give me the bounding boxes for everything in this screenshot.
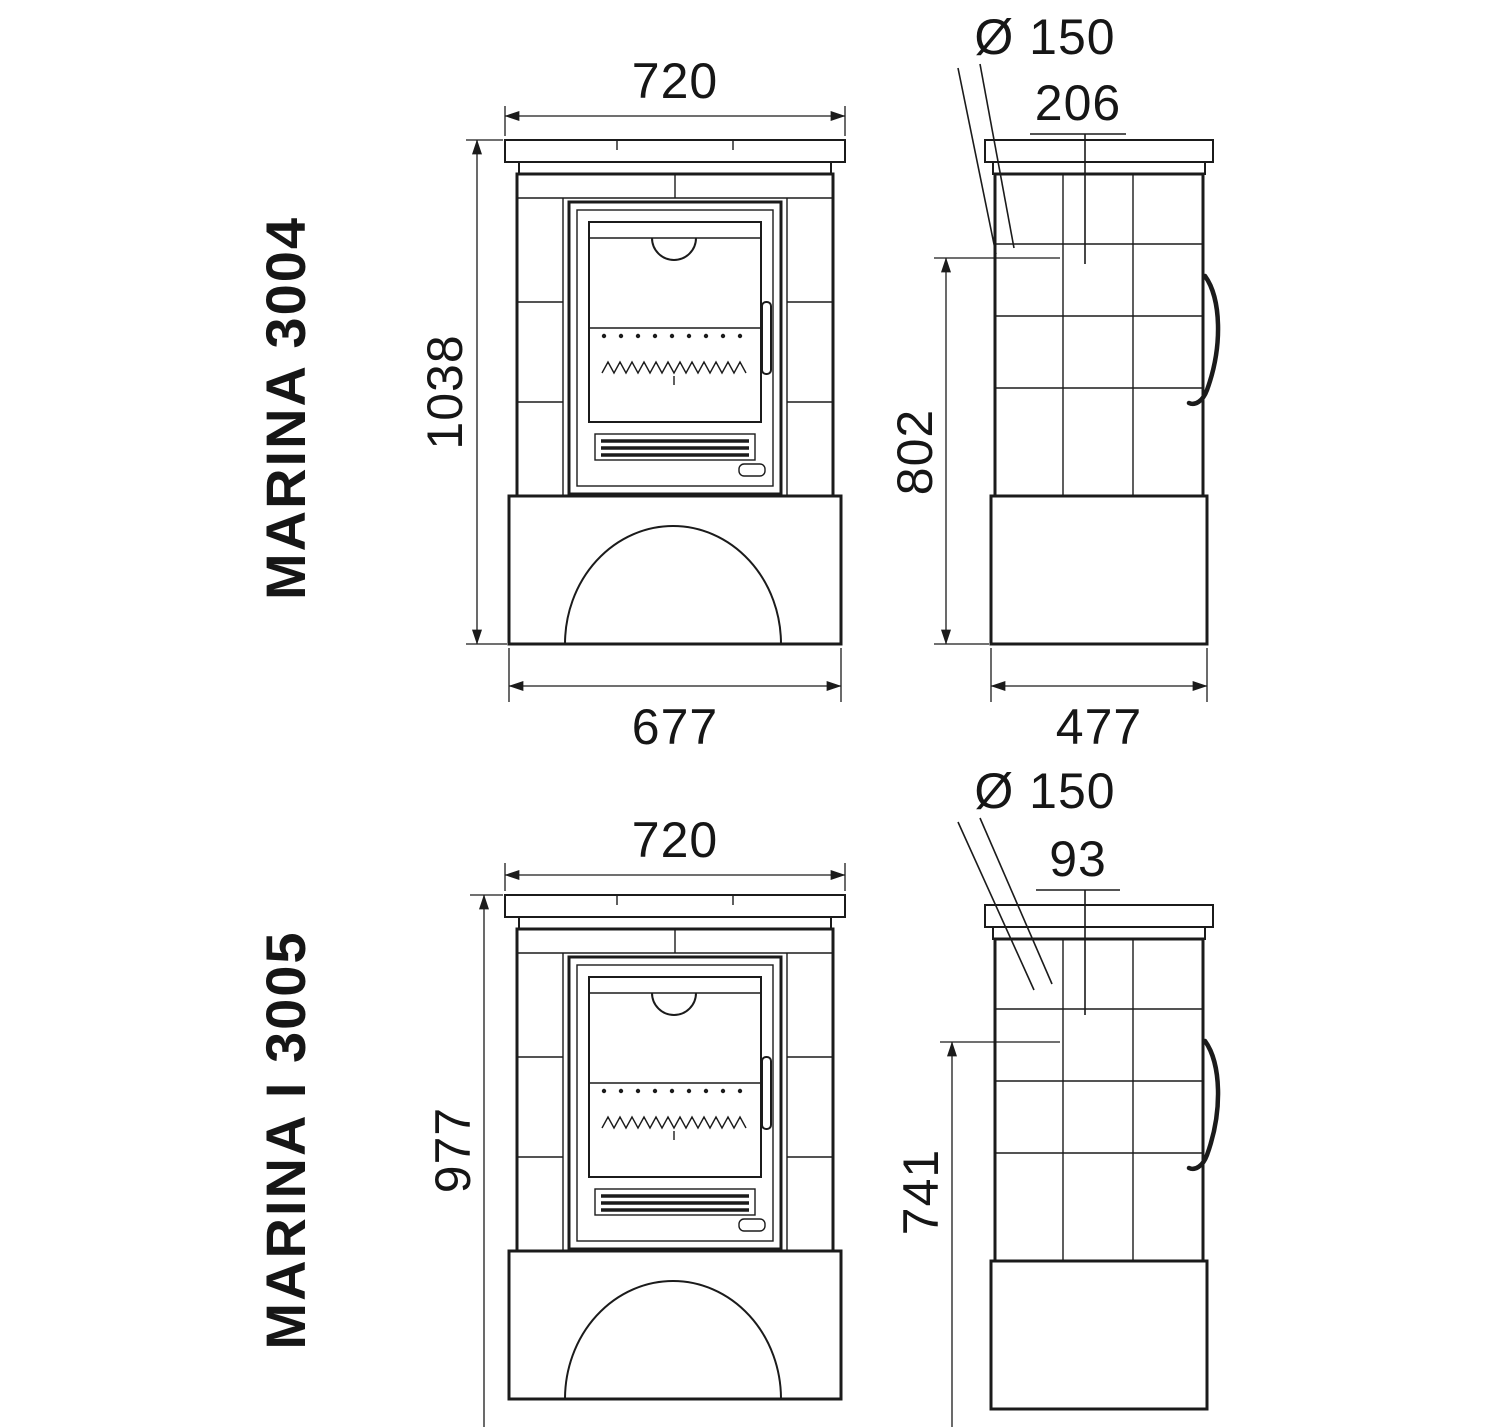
marina-3005-section: MARINA I 3005 720 977 Ø 150 93 (254, 763, 1218, 1427)
marina-3004-section: MARINA 3004 720 1038 677 Ø 150 (254, 9, 1218, 755)
dim-text-flue-diameter-3005: Ø 150 (974, 763, 1115, 819)
dim-3004-front-height: 1038 (417, 139, 507, 645)
dim-text-977: 977 (425, 1107, 481, 1193)
dim-text-1038: 1038 (417, 334, 473, 449)
dim-3005-flue-offset: 93 (1036, 831, 1120, 1015)
dim-text-477: 477 (1056, 699, 1142, 755)
dim-text-720-3004: 720 (632, 53, 718, 109)
front-view-3005 (503, 893, 847, 1401)
dim-3004-flue-diameter: Ø 150 (957, 9, 1115, 255)
dim-3004-flue-offset: 206 (1030, 75, 1126, 264)
dim-3004-side-depth: 477 (990, 648, 1208, 755)
dim-text-677: 677 (632, 699, 718, 755)
side-view-3005 (985, 905, 1218, 1409)
dim-3005-flue-diameter: Ø 150 (957, 763, 1115, 991)
dim-3004-front-bottom-width: 677 (508, 648, 842, 755)
dim-3005-side-height: 741 (893, 1041, 1060, 1427)
dim-text-93: 93 (1049, 831, 1107, 887)
dim-text-flue-diameter-3004: Ø 150 (974, 9, 1115, 65)
side-view-3004 (985, 140, 1218, 644)
model-name-3004: MARINA 3004 (254, 216, 317, 600)
dim-3004-side-height: 802 (887, 257, 1060, 645)
dim-text-720-3005: 720 (632, 812, 718, 868)
dim-text-206: 206 (1035, 75, 1121, 131)
model-name-3005: MARINA I 3005 (254, 930, 317, 1349)
dim-text-802: 802 (887, 409, 943, 495)
dim-3004-front-top-width: 720 (504, 53, 846, 136)
dim-3005-front-height: 977 (425, 894, 503, 1427)
dim-text-741: 741 (893, 1149, 949, 1235)
front-view-3004 (503, 138, 847, 646)
dim-3005-front-top-width: 720 (504, 812, 846, 891)
